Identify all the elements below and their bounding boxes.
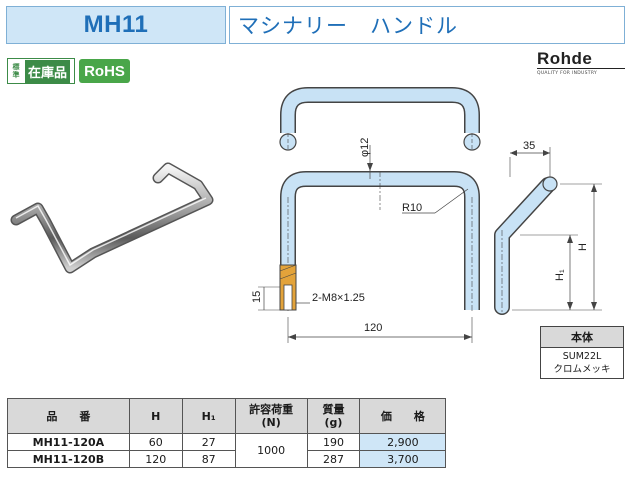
dim-height1: H₁	[554, 269, 566, 281]
material-header: 本体	[541, 327, 623, 348]
product-code-box: MH11	[6, 6, 226, 44]
cell-h1: 27	[181, 433, 236, 451]
cell-mass: 190	[306, 433, 361, 451]
cell-load: 1000	[234, 433, 308, 468]
cell-blank	[446, 434, 625, 451]
cell-mass: 287	[306, 450, 361, 468]
col-part: 品 番	[7, 398, 130, 434]
dim-thread: 2-M8×1.25	[312, 292, 365, 304]
material-box: 本体 SUM22L クロムメッキ	[540, 326, 624, 379]
col-mass: 質量 (g)	[306, 398, 361, 434]
dim-depth: 15	[251, 291, 263, 303]
product-name-box: マシナリー ハンドル	[229, 6, 625, 44]
cell-h1: 87	[181, 450, 236, 468]
table-row: MH11-120A 60 27 1000 190 2,900	[7, 433, 625, 468]
standard-stock-badge: 標準 在庫品	[7, 58, 75, 84]
cell-part: MH11-120A	[7, 433, 130, 451]
cell-blank	[446, 451, 625, 468]
dim-radius: R10	[402, 202, 422, 214]
col-load: 許容荷重 (N)	[234, 398, 308, 434]
cell-h: 120	[128, 450, 183, 468]
dim-offset: 35	[523, 140, 535, 152]
technical-drawing: φ12 R10 15 2-M8×1.25 120 35 H H₁	[251, 87, 602, 343]
rohs-badge: RoHS	[79, 59, 130, 83]
dim-diameter: φ12	[359, 138, 371, 157]
product-name: マシナリー ハンドル	[238, 14, 458, 38]
material-value: SUM22L クロムメッキ	[541, 348, 623, 378]
col-h: H	[128, 398, 183, 434]
product-code: MH11	[83, 11, 149, 38]
cell-h: 60	[128, 433, 183, 451]
table-row: MH11-120B 120 87 287 3,700	[7, 450, 625, 468]
col-blank	[445, 398, 625, 434]
stock-small-label: 標準	[12, 63, 20, 79]
col-price: 価 格	[359, 398, 447, 434]
cell-part: MH11-120B	[7, 450, 130, 468]
dim-pitch: 120	[364, 322, 382, 334]
material-line1: SUM22L	[562, 351, 602, 362]
stock-big-label: 在庫品	[25, 59, 71, 83]
spec-table: 品 番 H H₁ 許容荷重 (N) 質量 (g) 価 格 MH11-120A 6…	[7, 398, 625, 468]
logo-tagline: QUALITY FOR INDUSTRY	[537, 71, 598, 76]
col-h1: H₁	[181, 398, 236, 434]
dim-height: H	[577, 243, 589, 251]
handle-photo	[10, 162, 214, 274]
material-line2: クロムメッキ	[553, 364, 611, 375]
cell-price: 3,700	[359, 450, 447, 468]
logo-brand: Rohde	[537, 50, 625, 69]
table-header-row: 品 番 H H₁ 許容荷重 (N) 質量 (g) 価 格	[7, 398, 625, 434]
cell-price: 2,900	[359, 433, 447, 451]
rohde-logo: Rohde QUALITY FOR INDUSTRY	[537, 50, 625, 76]
